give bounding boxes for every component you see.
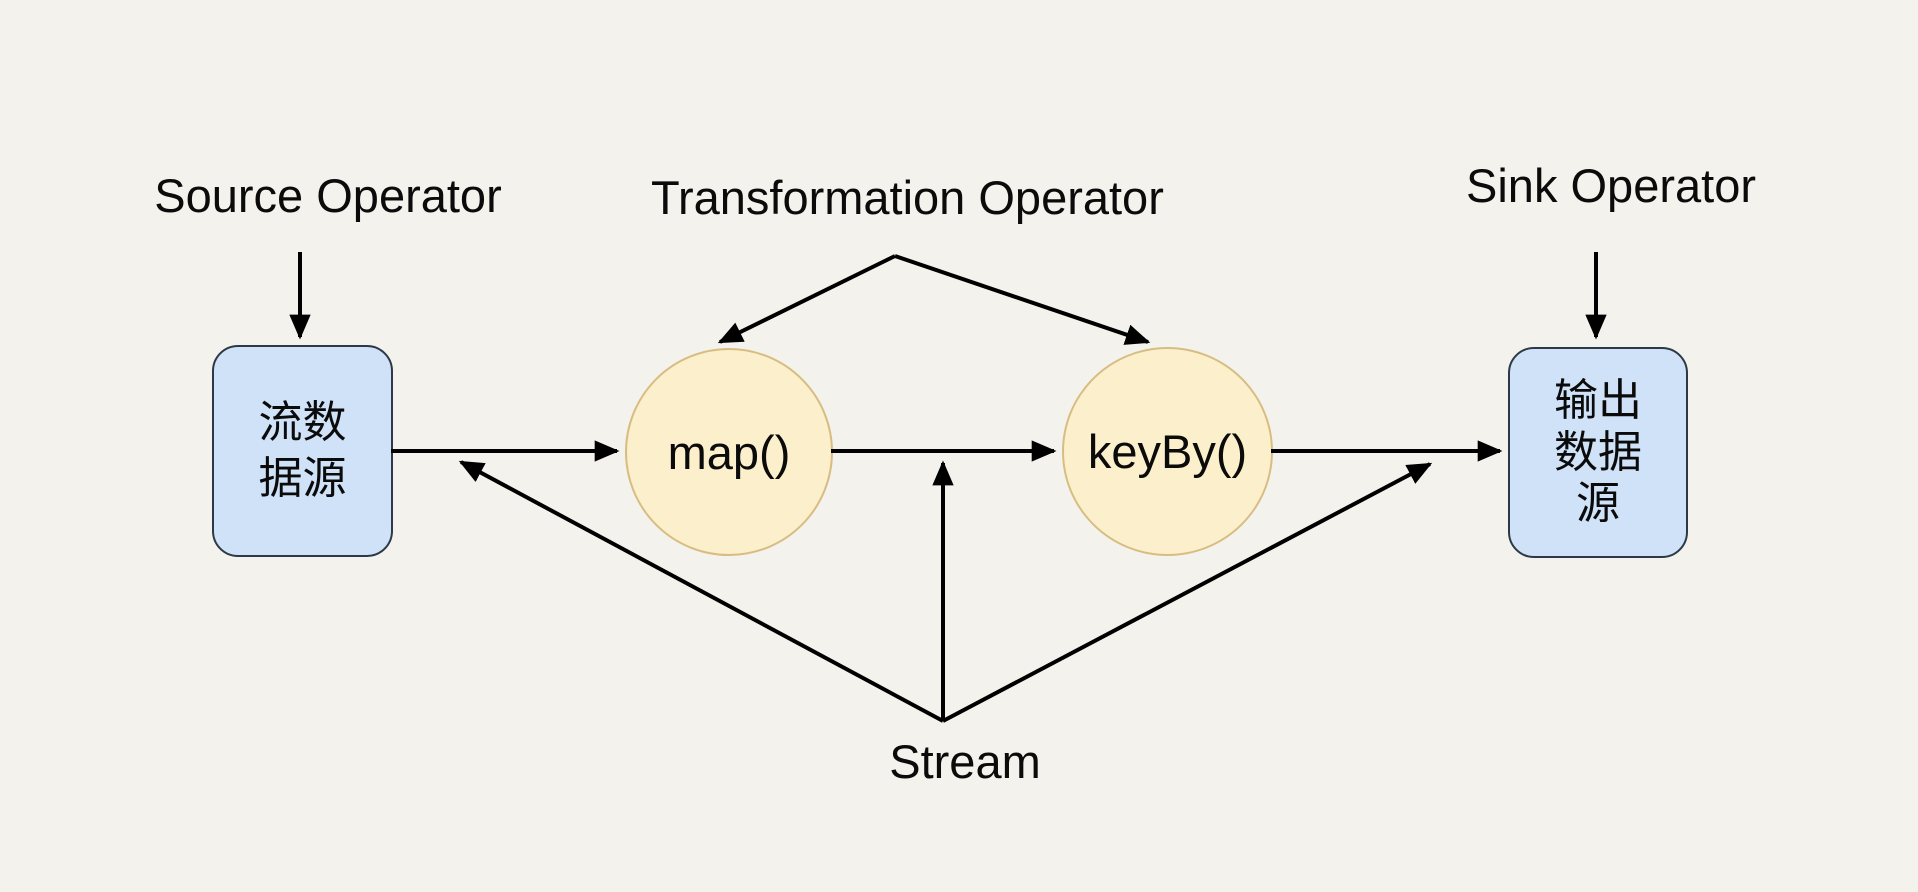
node-source-box-text-line1: 流数 — [258, 398, 347, 448]
node-keyby-circle: keyBy() — [1062, 347, 1273, 556]
sink-operator-label: Sink Operator — [1466, 159, 1756, 212]
node-map-circle: map() — [625, 348, 833, 556]
node-sink-box-text-line1: 输出 — [1554, 375, 1642, 425]
node-sink-box-text-line2: 数据 — [1554, 427, 1642, 477]
node-source-box-text-line2: 据源 — [258, 454, 347, 503]
arrow-transformation-operator-to-map — [717, 254, 896, 344]
node-sink-box-text-line3: 源 — [1576, 479, 1620, 529]
stream-label: Stream — [889, 735, 1041, 788]
node-sink-box: 输出 数据 源 — [1508, 347, 1688, 558]
node-map-label: map() — [667, 425, 791, 479]
node-keyby-label: keyBy() — [1087, 425, 1248, 478]
arrow-transformation-operator-to-keyby — [894, 254, 1151, 345]
source-operator-label: Source Operator — [154, 169, 502, 222]
transformation-operator-label: Transformation Operator — [651, 171, 1164, 224]
node-source-box: 流数 据源 — [212, 345, 393, 557]
